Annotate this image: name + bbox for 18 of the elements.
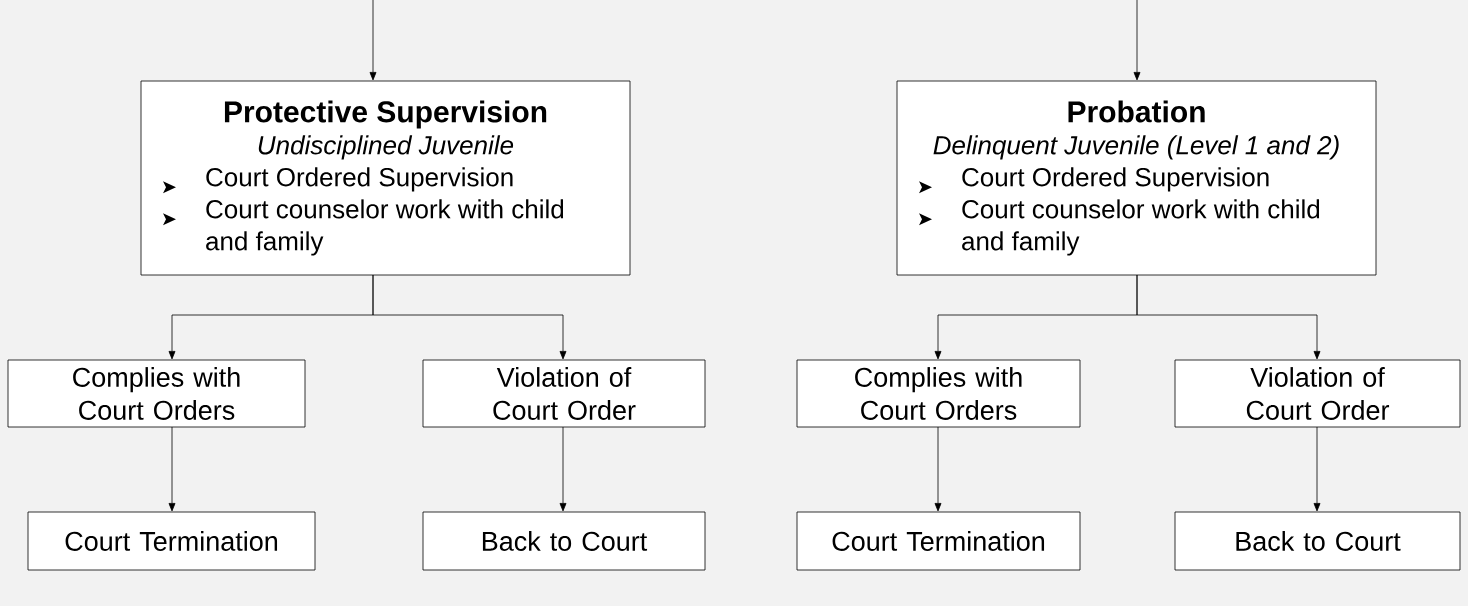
process-box: Back to Court [1174, 511, 1461, 571]
process-box: Court Termination [27, 511, 316, 571]
arrow [372, 274, 567, 360]
arrow [1313, 426, 1321, 512]
process-box: Complies with Court Orders [7, 359, 306, 428]
process-box: Violation of Court Order [422, 359, 706, 428]
process-box: Protective Supervision Undisciplined Juvenile Court Ordered Supervision Court counselor work with child and family [140, 80, 631, 276]
process-box: Back to Court [422, 511, 706, 571]
arrow [369, 0, 377, 81]
arrow [1133, 0, 1141, 81]
arrow [168, 426, 176, 512]
arrow [559, 426, 567, 512]
process-box: Complies with Court Orders [796, 359, 1081, 428]
process-box: Probation Delinquent Juvenile (Level 1 and 2) Court Ordered Supervision Court counselor work with child and family [896, 80, 1377, 276]
process-box: Violation of Court Order [1174, 359, 1461, 428]
process-box: Court Termination [796, 511, 1081, 571]
arrow [934, 426, 942, 512]
arrow [1136, 274, 1321, 360]
